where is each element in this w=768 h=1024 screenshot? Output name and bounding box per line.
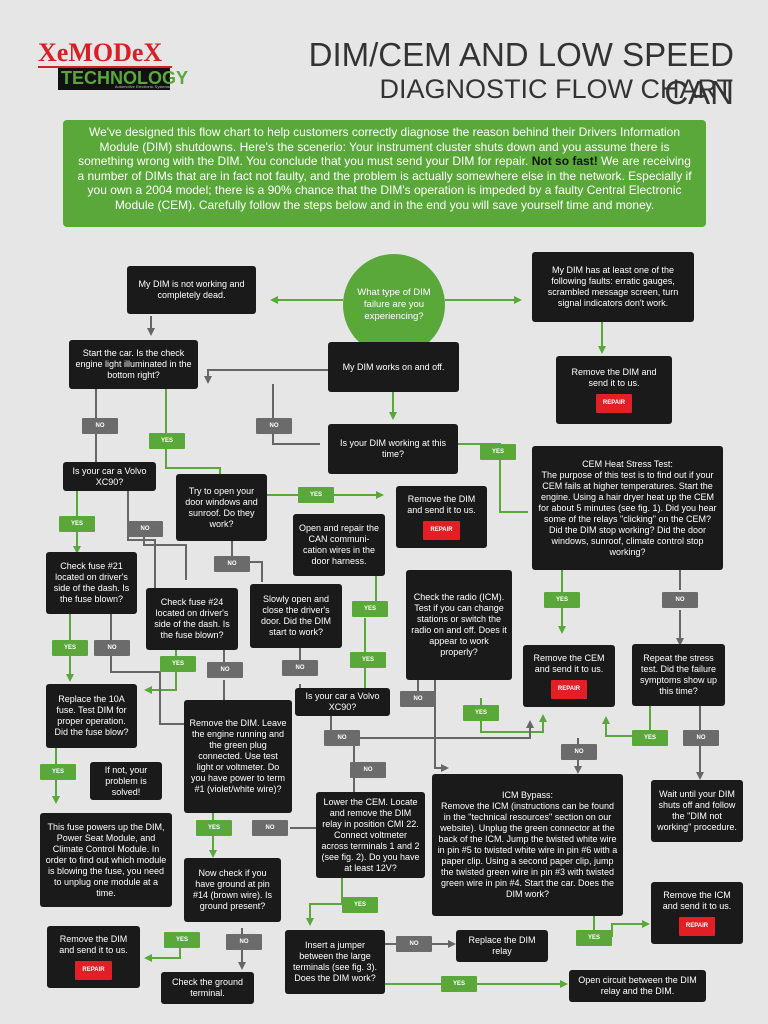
node-remove-dim-bottom-text: Remove the DIM and send it to us. (59, 934, 128, 955)
no-tag: NO (400, 691, 436, 707)
repair-badge: REPAIR (75, 961, 112, 980)
no-tag: NO (282, 660, 318, 676)
no-tag: NO (561, 744, 597, 760)
node-remove-cem-text: Remove the CEM and send it to us. (533, 653, 605, 674)
node-volvo-xc90-b: Is your car a Volvo XC90? (295, 688, 390, 716)
logo-technology-badge: TECHNOLOGY (58, 68, 188, 90)
node-icm-bypass: ICM Bypass: Remove the ICM (instructions… (432, 774, 623, 916)
no-tag: NO (252, 820, 288, 836)
yes-tag: YES (576, 930, 612, 946)
yes-tag: YES (196, 820, 232, 836)
no-tag: NO (207, 662, 243, 678)
repair-badge: REPAIR (678, 917, 716, 936)
node-check-fuse-21: Check fuse #21 located on driver's side … (46, 552, 137, 614)
node-dim-working-now: Is your DIM working at this time? (328, 424, 458, 474)
yes-tag: YES (160, 656, 196, 672)
node-volvo-xc90-a: Is your car a Volvo XC90? (63, 462, 156, 491)
node-replace-dim-relay: Replace the DIM relay (456, 930, 548, 962)
intro-text-after: We are receiving a number of DIMs that a… (77, 154, 692, 212)
repair-badge: REPAIR (595, 394, 633, 413)
no-tag: NO (396, 936, 432, 952)
heat-test-title: CEM Heat Stress Test: (582, 458, 673, 469)
yes-tag: YES (298, 487, 334, 503)
yes-tag: YES (149, 433, 185, 449)
yes-tag: YES (441, 976, 477, 992)
yes-tag: YES (632, 730, 668, 746)
node-try-windows: Try to open your door windows and sunroo… (176, 474, 267, 541)
page-subtitle: DIAGNOSTIC FLOW CHART (379, 74, 733, 104)
node-repeat-stress-test: Repeat the stress test. Did the failure … (632, 644, 725, 706)
yes-tag: YES (52, 640, 88, 656)
yes-tag: YES (463, 705, 499, 721)
node-remove-icm: Remove the ICM and send it to us. REPAIR (651, 882, 743, 944)
node-remove-icm-text: Remove the ICM and send it to us. (662, 890, 732, 911)
no-tag: NO (94, 640, 130, 656)
yes-tag: YES (544, 592, 580, 608)
node-dim-on-off: My DIM works on and off. (328, 342, 459, 392)
node-dim-faults: My DIM has at least one of the following… (532, 252, 694, 322)
node-open-repair-can: Open and repair the CAN communi-cation w… (293, 514, 385, 576)
page-title: DIM/CEM AND LOW SPEED CAN (308, 36, 734, 111)
node-wait-dim-shut-off: Wait until your DIM shuts off and follow… (651, 780, 743, 842)
node-remove-dim-mid-text: Remove the DIM and send it to us. (407, 494, 476, 515)
node-insert-jumper: Insert a jumper between the large termin… (285, 930, 385, 994)
node-remove-cem: Remove the CEM and send it to us. REPAIR (523, 645, 615, 707)
logo-underline (38, 66, 172, 68)
yes-tag: YES (350, 652, 386, 668)
node-check-fuse-24: Check fuse #24 located on driver's side … (146, 588, 238, 650)
node-lower-cem: Lower the CEM. Locate and remove the DIM… (316, 792, 425, 878)
yes-tag: YES (352, 601, 388, 617)
node-open-circuit: Open circuit between the DIM relay and t… (569, 970, 706, 1002)
node-remove-dim-bottom: Remove the DIM and send it to us. REPAIR (47, 926, 140, 988)
node-check-ground-pin: Now check if you have ground at pin #14 … (184, 858, 281, 922)
intro-text-before: We've designed this flow chart to help c… (78, 125, 681, 168)
node-remove-dim-top: Remove the DIM and send it to us. REPAIR (556, 356, 672, 424)
no-tag: NO (683, 730, 719, 746)
node-dim-dead: My DIM is not working and completely dea… (127, 266, 256, 314)
node-slowly-open-door: Slowly open and close the driver's door.… (250, 584, 342, 648)
node-replace-fuse: Replace the 10A fuse. Test DIM for prope… (46, 684, 137, 748)
intro-panel: We've designed this flow chart to help c… (63, 120, 706, 227)
logo-brand: XeMODeX (38, 38, 163, 67)
yes-tag: YES (342, 897, 378, 913)
no-tag: NO (82, 418, 118, 434)
node-fuse-powers-modules: This fuse powers up the DIM, Power Seat … (40, 813, 172, 907)
heat-test-body: The purpose of this test is to find out … (538, 469, 717, 557)
logo-tagline: Automotive Electronic Systems (114, 84, 170, 89)
node-cem-heat-stress-test: CEM Heat Stress Test: The purpose of thi… (532, 446, 723, 570)
no-tag: NO (226, 934, 262, 950)
node-remove-dim-mid: Remove the DIM and send it to us. REPAIR (396, 486, 487, 548)
yes-tag: YES (480, 444, 516, 460)
logo-technology-text: TECHNOLOGY (61, 68, 189, 88)
node-check-engine-light: Start the car. Is the check engine light… (69, 340, 198, 389)
node-problem-solved: If not, your problem is solved! (90, 762, 162, 800)
repair-badge: REPAIR (550, 680, 588, 699)
yes-tag: YES (40, 764, 76, 780)
repair-badge: REPAIR (423, 521, 460, 540)
yes-tag: YES (164, 932, 200, 948)
node-remove-dim-top-text: Remove the DIM and send it to us. (571, 367, 657, 388)
yes-tag: YES (59, 516, 95, 532)
no-tag: NO (214, 556, 250, 572)
node-check-radio: Check the radio (ICM). Test if you can c… (406, 570, 512, 680)
node-remove-dim-power-test: Remove the DIM. Leave the engine running… (184, 700, 292, 813)
no-tag: NO (662, 592, 698, 608)
node-check-ground-terminal: Check the ground terminal. (161, 972, 254, 1004)
no-tag: NO (350, 762, 386, 778)
icm-bypass-title: ICM Bypass: (501, 790, 553, 800)
no-tag: NO (324, 730, 360, 746)
icm-bypass-body: Remove the ICM (instructions can be foun… (437, 801, 618, 899)
no-tag: NO (127, 521, 163, 537)
intro-emphasis: Not so fast! (531, 154, 598, 168)
no-tag: NO (256, 418, 292, 434)
start-question-circle: What type of DIM failure are you experie… (343, 254, 445, 356)
